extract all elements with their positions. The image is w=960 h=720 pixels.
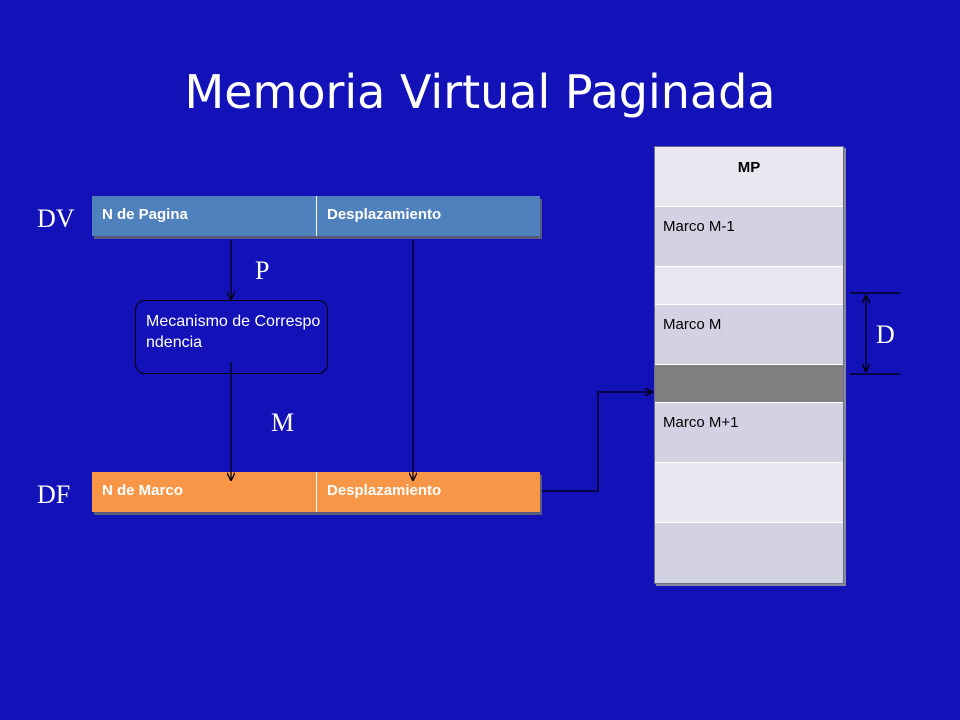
main-memory-table: MP Marco M-1 Marco M Marco M+1 <box>654 146 844 584</box>
memory-frame-highlight-row <box>655 365 843 403</box>
label-d: D <box>876 320 895 349</box>
label-p: P <box>255 256 270 285</box>
memory-frame-row: Marco M+1 <box>655 403 843 463</box>
page-title: Memoria Virtual Paginada <box>184 65 776 119</box>
address-to-memory-arrow <box>542 392 652 492</box>
virtual-address-row: N de Pagina Desplazamiento <box>92 196 540 236</box>
memory-frame-row: Marco M <box>655 305 843 365</box>
physical-address-row: N de Marco Desplazamiento <box>92 472 540 512</box>
label-df: DF <box>37 480 71 509</box>
physical-offset-cell: Desplazamiento <box>316 472 540 512</box>
virtual-offset-cell: Desplazamiento <box>316 196 540 236</box>
memory-header: MP <box>655 147 843 207</box>
memory-frame-row <box>655 523 843 583</box>
memory-frame-row <box>655 463 843 523</box>
label-m: M <box>271 408 295 437</box>
memory-frame-row <box>655 267 843 305</box>
label-dv: DV <box>37 204 75 233</box>
memory-frame-row: Marco M-1 <box>655 207 843 267</box>
virtual-page-number-cell: N de Pagina <box>102 206 188 223</box>
physical-frame-number-cell: N de Marco <box>102 482 183 499</box>
